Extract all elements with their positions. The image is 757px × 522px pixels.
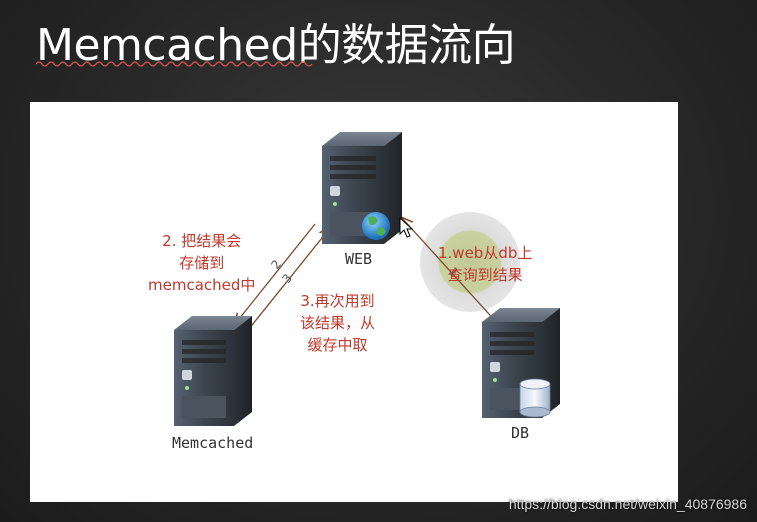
step-3-annotation: 3.再次用到 该结果，从 缓存中取 xyxy=(300,292,376,354)
db-server-label: DB xyxy=(511,424,530,442)
diagram-canvas: 1 2 3 xyxy=(174,132,560,426)
web-server-icon xyxy=(322,132,402,244)
memcached-server-label: Memcached xyxy=(172,434,254,452)
diagram-panel: 1 2 3 xyxy=(30,102,678,502)
arrow-db-to-web xyxy=(402,218,499,325)
spellcheck-underline xyxy=(36,61,313,67)
click-highlight xyxy=(420,212,520,312)
memcached-server-icon xyxy=(174,316,252,426)
step-2-annotation: 2. 把结果会 存储到 memcached中 xyxy=(148,232,256,294)
arrow-web-to-memcached xyxy=(235,223,316,324)
mouse-cursor-icon xyxy=(399,216,414,238)
csdn-watermark: https://blog.csdn.net/weixin_40876986 xyxy=(508,496,747,512)
arrow-memcached-to-web xyxy=(247,228,330,331)
globe-icon xyxy=(362,212,390,240)
arrow-number-2: 2 xyxy=(268,257,284,272)
web-server-label: WEB xyxy=(345,250,373,268)
step-1-annotation: 1.web从db上 查询到结果 xyxy=(438,244,533,284)
slide-title: Memcached的数据流向 xyxy=(36,20,516,71)
database-cylinder-icon xyxy=(519,378,551,418)
